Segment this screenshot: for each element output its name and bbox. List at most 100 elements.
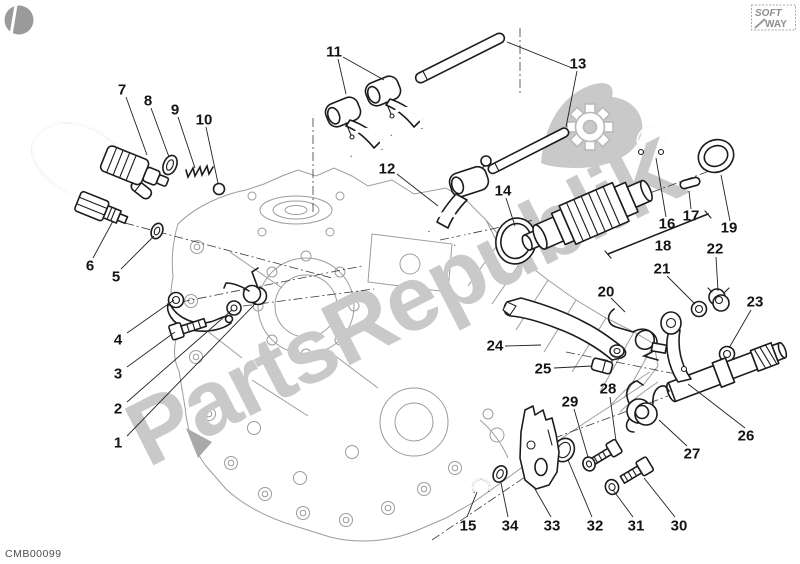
leader-line-20 — [610, 297, 626, 313]
part-selector-arm-24 — [502, 297, 627, 361]
leader-line-13 — [565, 70, 578, 128]
part-washer-5 — [150, 222, 164, 240]
leader-line-11 — [337, 58, 347, 95]
callout-9: 9 — [171, 102, 179, 119]
leader-line-12 — [396, 173, 439, 207]
callout-12: 12 — [379, 161, 396, 178]
leader-line-8 — [150, 107, 170, 158]
part-washer-8 — [162, 154, 178, 176]
part-bolt-3 — [168, 317, 208, 341]
bolt-bosses — [184, 240, 462, 527]
part-washer-21 — [690, 300, 708, 318]
leader-line-29 — [573, 408, 589, 458]
part-bolt-30 — [619, 456, 655, 484]
part-shift-fork-12 — [427, 155, 492, 247]
callout-28: 28 — [600, 381, 617, 398]
leader-line-1 — [126, 302, 257, 437]
callout-1: 1 — [114, 435, 122, 452]
callout-32: 32 — [587, 518, 604, 535]
callout-20: 20 — [598, 284, 615, 301]
part-shift-fork-11b — [364, 75, 424, 136]
gear-icon — [566, 103, 614, 151]
part-selector-drum — [521, 179, 653, 251]
leader-line-19 — [720, 174, 731, 222]
part-circlip-15 — [471, 478, 491, 493]
part-pin-17 — [679, 176, 701, 190]
callout-11: 11 — [326, 44, 342, 61]
watermark-text: PartsRepubliK — [111, 118, 700, 486]
brand-circle-logo — [4, 4, 34, 36]
leader-line-27 — [658, 419, 688, 447]
softway-logo: SOFT WAY — [751, 4, 796, 31]
leader-line-33 — [534, 488, 552, 518]
part-oring-19 — [697, 138, 735, 174]
softway-line1: SOFT — [755, 8, 783, 19]
logo-slash — [9, 4, 18, 36]
leader-line-10 — [205, 126, 219, 184]
part-spring-20 — [607, 308, 659, 361]
logo-circle — [4, 5, 34, 35]
part-plug-7 — [99, 145, 170, 187]
leader-line-17 — [688, 190, 692, 210]
part-ball-10 — [212, 182, 226, 196]
callout-6: 6 — [86, 258, 94, 275]
callout-34: 34 — [502, 518, 519, 535]
leader-line-7 — [125, 96, 148, 156]
callout-19: 19 — [721, 220, 738, 237]
leader-line-21 — [666, 275, 696, 305]
leader-line-25 — [553, 365, 593, 369]
part-shift-fork-11a — [324, 96, 384, 157]
leader-line-11 — [342, 56, 385, 81]
callout-31: 31 — [628, 518, 645, 535]
leader-line-13 — [506, 41, 573, 69]
part-gearchange-shaft-26 — [650, 311, 788, 403]
part-circlip-16 — [636, 125, 667, 156]
leader-line-2 — [126, 309, 233, 403]
callout-7: 7 — [118, 82, 126, 99]
document-code: CMB00099 — [5, 548, 62, 560]
callout-15: 15 — [460, 518, 477, 535]
leader-line-9 — [177, 116, 196, 169]
callout-22: 22 — [707, 241, 724, 258]
leader-line-14 — [505, 197, 516, 227]
leader-line-26 — [687, 383, 746, 429]
part-bolt-28 — [589, 438, 623, 466]
softway-pen-icon — [754, 18, 766, 29]
leader-line-16 — [655, 157, 667, 218]
callout-4: 4 — [114, 332, 123, 349]
leader-lines — [92, 41, 752, 518]
case-mount-lug — [186, 428, 212, 458]
leader-line-15 — [466, 491, 478, 518]
callout-18: 18 — [655, 238, 672, 255]
leader-line-5 — [120, 235, 155, 270]
part-washer-29 — [582, 456, 596, 472]
leader-line-24 — [504, 344, 542, 347]
leader-line-32 — [567, 459, 593, 518]
callout-30: 30 — [671, 518, 688, 535]
leader-line-23 — [728, 309, 752, 349]
callout-24: 24 — [487, 338, 504, 355]
callout-26: 26 — [738, 428, 755, 445]
leader-line-30 — [643, 477, 676, 518]
softway-line2: WAY — [765, 19, 787, 30]
leader-line-22 — [715, 256, 719, 292]
callout-33: 33 — [544, 518, 561, 535]
part-spring-9 — [185, 163, 214, 180]
part-fork-rod-13a — [414, 32, 506, 84]
callout-13: 13 — [570, 56, 587, 73]
part-washer-31 — [604, 478, 620, 496]
callout-21: 21 — [654, 261, 671, 278]
callout-10: 10 — [196, 112, 213, 129]
part-rod-18 — [604, 210, 712, 259]
leader-line-6 — [92, 220, 114, 259]
part-washer-34 — [492, 465, 508, 483]
leader-line-28 — [609, 396, 617, 442]
callout-27: 27 — [684, 446, 701, 463]
part-spring-27 — [625, 380, 670, 433]
callout-29: 29 — [562, 394, 579, 411]
part-nut-22 — [707, 287, 730, 312]
leader-line-31 — [612, 489, 634, 518]
part-fork-rod-13b — [487, 127, 570, 175]
